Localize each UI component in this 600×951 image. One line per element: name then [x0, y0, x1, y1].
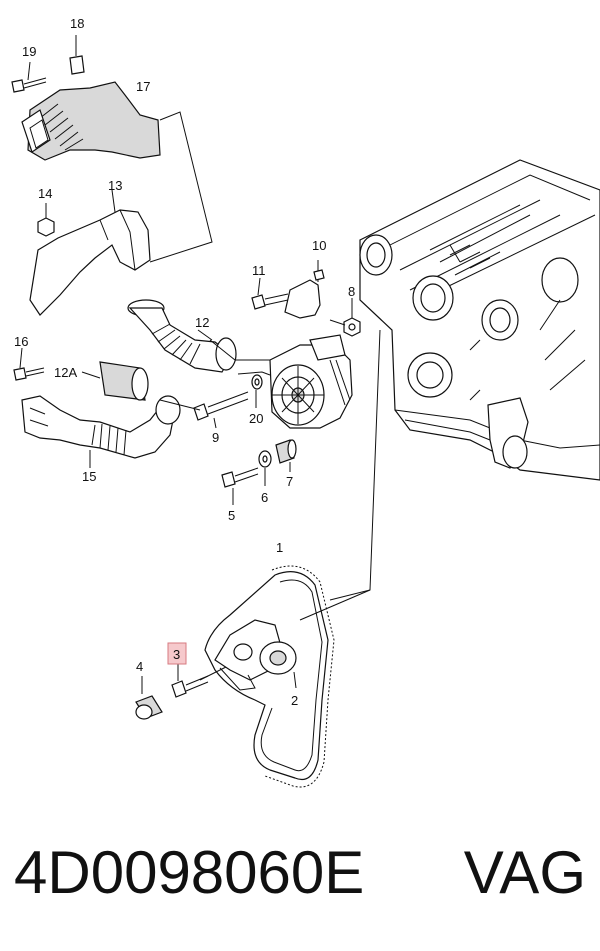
callout-6: 6 [261, 490, 268, 505]
callout-19: 19 [22, 44, 36, 59]
ribbed-belt-1 [204, 565, 335, 788]
callout-11: 11 [252, 263, 266, 278]
callout-7: 7 [286, 474, 293, 489]
screw-16 [13, 347, 45, 381]
footer-part-number-bar: 4D0098060E VAG [14, 838, 586, 918]
clip-18 [69, 35, 85, 75]
bracket-elbow-13 [29, 189, 151, 316]
callout-8: 8 [348, 284, 355, 299]
callout-1: 1 [276, 540, 283, 555]
alternator [269, 334, 353, 429]
callout-17: 17 [136, 79, 150, 94]
callout-12: 12 [195, 315, 209, 330]
brand-name: VAG [463, 839, 586, 906]
callout-4: 4 [136, 659, 143, 674]
connection-lines [149, 111, 381, 681]
callout-15: 15 [82, 469, 96, 484]
callout-10: 10 [312, 238, 326, 253]
callout-18: 18 [70, 16, 84, 31]
callout-12A: 12A [54, 365, 77, 380]
nut-14 [37, 203, 55, 237]
callout-3: 3 [173, 647, 180, 662]
nut-8 [343, 298, 361, 337]
washer-6 [258, 450, 272, 486]
spacer-7 [275, 439, 297, 472]
engine-block [359, 159, 600, 481]
callout-20: 20 [249, 411, 263, 426]
washer-20 [251, 374, 263, 408]
bolt-3 [171, 664, 209, 698]
bolt-11 [251, 277, 289, 310]
callout-13: 13 [108, 178, 122, 193]
callout-9: 9 [212, 430, 219, 445]
sleeve-12A [81, 361, 149, 401]
callout-16: 16 [14, 334, 28, 349]
bolt-9 [193, 391, 249, 429]
lower-hose-15 [21, 395, 181, 468]
callout-5: 5 [228, 508, 235, 523]
callout-3-highlight [167, 642, 187, 665]
exploded-parts-diagram: 18 19 17 14 13 10 11 8 12 16 12A 20 9 15… [11, 16, 600, 788]
bolt-5 [221, 467, 259, 505]
hose-12 [127, 299, 237, 373]
callout-labels: 18 19 17 14 13 10 11 8 12 16 12A 20 9 15… [14, 16, 355, 708]
screw-19 [11, 61, 47, 93]
tensioner-2 [214, 619, 297, 691]
air-intake-duct-17 [21, 81, 161, 161]
callout-14: 14 [38, 186, 52, 201]
callout-2: 2 [291, 693, 298, 708]
bracket-10 [284, 260, 325, 319]
part-number: 4D0098060E [14, 839, 365, 906]
cap-4 [135, 676, 163, 720]
